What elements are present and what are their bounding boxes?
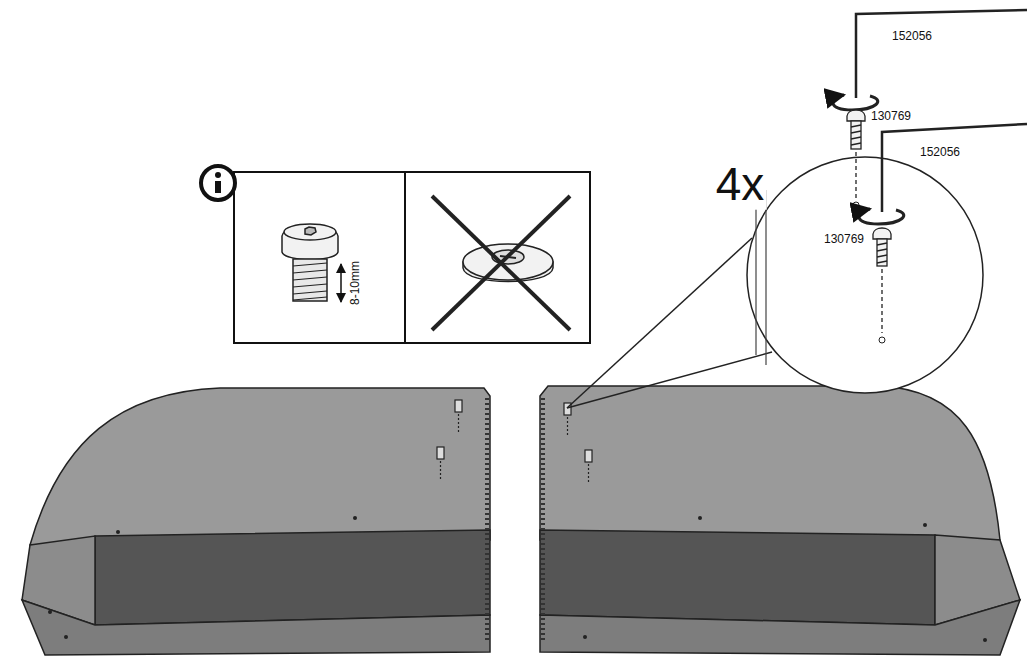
part-number: 130769	[869, 110, 913, 123]
quantity-label: 4x	[714, 159, 767, 210]
left-panel	[22, 388, 490, 655]
part-number: 130769	[822, 233, 866, 246]
part-number: 152056	[918, 146, 962, 159]
holes	[48, 516, 987, 642]
detail-magnifier	[567, 157, 983, 408]
right-panel	[540, 386, 1020, 655]
dimension-label: 8-10mm	[349, 259, 362, 307]
part-number: 152056	[890, 30, 934, 43]
panel-screws	[437, 400, 592, 483]
allen-keys	[833, 10, 1027, 224]
info-box	[201, 166, 590, 343]
screws	[847, 110, 891, 333]
